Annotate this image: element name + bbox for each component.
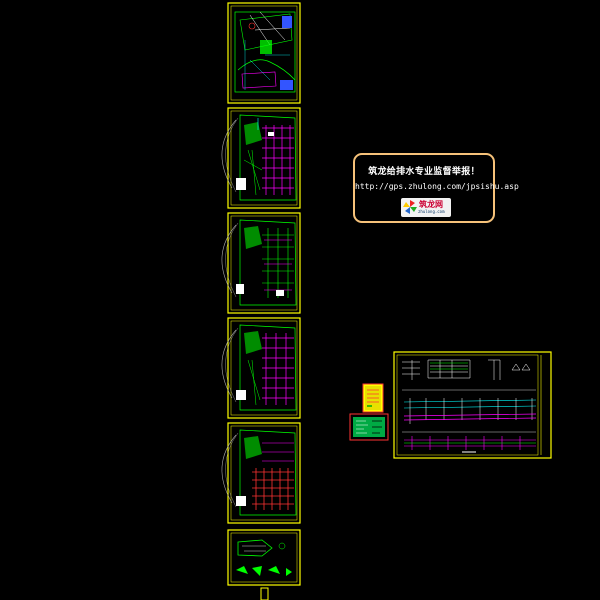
title-block-tab (260, 587, 269, 600)
sheet-floor-plan-1[interactable] (221, 107, 301, 209)
logo-name: 筑龙网 (419, 200, 443, 209)
notice-banner[interactable]: 筑龙给排水专业监督举报！ http://gps.zhulong.com/jpsi… (353, 153, 519, 223)
sheet-floor-plan-3[interactable] (221, 317, 301, 419)
pinwheel-icon (403, 200, 417, 214)
sheet-site-plan[interactable] (227, 2, 301, 104)
sheet-floor-plan-4[interactable] (221, 422, 301, 524)
sheet-roof-plan[interactable] (227, 529, 301, 586)
notice-title: 筑龙给排水专业监督举报！ (368, 167, 480, 177)
zhulong-logo[interactable]: 筑龙网 zhulong.com (401, 198, 451, 217)
logo-subtext: zhulong.com (418, 209, 445, 214)
sheet-notes-small[interactable] (349, 413, 389, 441)
sheet-floor-plan-2[interactable] (221, 212, 301, 314)
sheet-system-diagram[interactable] (393, 351, 552, 459)
notice-url-link[interactable]: http://gps.zhulong.com/jpsishu.asp (355, 182, 519, 191)
sheet-legend-small[interactable] (362, 383, 384, 413)
